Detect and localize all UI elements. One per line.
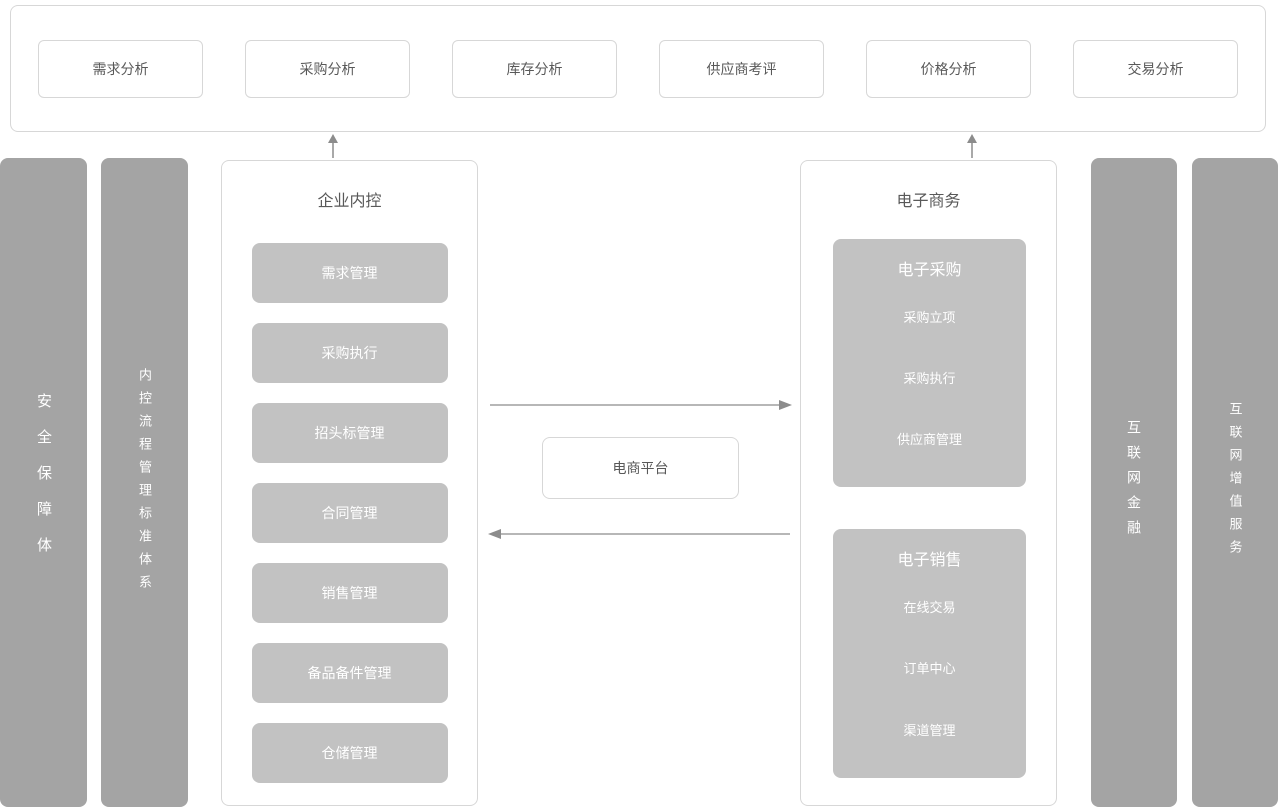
item-demand-management: 需求管理 bbox=[251, 243, 448, 303]
panel-ecommerce: 电子商务 电子采购 采购立项 采购执行 供应商管理 电子销售 在线交易 订单中心… bbox=[800, 160, 1057, 806]
item-sales-management: 销售管理 bbox=[251, 563, 448, 623]
item-bidding-management: 招头标管理 bbox=[251, 403, 448, 463]
item-warehouse-management: 仓储管理 bbox=[251, 723, 448, 783]
top-box-inventory-analysis: 库存分析 bbox=[452, 39, 617, 98]
group-e-procurement-title: 电子采购 bbox=[897, 262, 962, 279]
bar-internet-finance-label: 互联网金融 bbox=[1126, 420, 1142, 545]
top-box-procurement-analysis: 采购分析 bbox=[245, 39, 410, 98]
bar-internet-value-added-services: 互联网增值服务 bbox=[1192, 158, 1278, 807]
group-e-procurement: 电子采购 采购立项 采购执行 供应商管理 bbox=[833, 239, 1026, 487]
item-order-center: 订单中心 bbox=[903, 661, 956, 677]
right-arrow-icon bbox=[490, 400, 792, 410]
item-supplier-management: 供应商管理 bbox=[896, 432, 962, 447]
item-channel-management: 渠道管理 bbox=[903, 722, 956, 738]
analysis-panel: 需求分析 采购分析 库存分析 供应商考评 价格分析 交易分析 bbox=[10, 5, 1266, 132]
left-arrow-icon bbox=[488, 529, 790, 539]
bar-internal-control-standards-label: 内控流程管理标准体系 bbox=[137, 367, 152, 598]
bar-security-assurance-label: 安全保障体 bbox=[35, 392, 52, 573]
panel-enterprise-internal-control-title: 企业内控 bbox=[317, 193, 382, 210]
top-box-supplier-evaluation: 供应商考评 bbox=[659, 39, 824, 98]
item-contract-management: 合同管理 bbox=[251, 483, 448, 543]
item-procurement-initiation: 采购立项 bbox=[903, 310, 956, 325]
panel-enterprise-internal-control: 企业内控 需求管理 采购执行 招头标管理 合同管理 销售管理 备品备件管理 仓储… bbox=[221, 160, 478, 806]
group-e-sales: 电子销售 在线交易 订单中心 渠道管理 bbox=[833, 529, 1026, 778]
bar-internet-finance: 互联网金融 bbox=[1091, 158, 1177, 807]
bar-internet-value-added-services-label: 互联网增值服务 bbox=[1227, 402, 1243, 563]
top-box-price-analysis: 价格分析 bbox=[866, 39, 1031, 98]
item-procurement-execution-online: 采购执行 bbox=[903, 371, 956, 386]
top-box-demand-analysis: 需求分析 bbox=[38, 39, 203, 98]
group-e-sales-items: 在线交易 订单中心 渠道管理 bbox=[833, 570, 1026, 778]
bar-internal-control-standards: 内控流程管理标准体系 bbox=[101, 158, 188, 807]
up-arrow-icon bbox=[967, 134, 977, 158]
ecommerce-platform-box: 电商平台 bbox=[542, 437, 739, 499]
internal-control-item-list: 需求管理 采购执行 招头标管理 合同管理 销售管理 备品备件管理 仓储管理 bbox=[222, 243, 477, 783]
group-e-sales-title: 电子销售 bbox=[897, 552, 962, 569]
top-box-transaction-analysis: 交易分析 bbox=[1073, 39, 1238, 98]
group-e-procurement-items: 采购立项 采购执行 供应商管理 bbox=[833, 280, 1026, 487]
item-procurement-execution: 采购执行 bbox=[251, 323, 448, 383]
item-online-trading: 在线交易 bbox=[903, 600, 956, 616]
bar-security-assurance: 安全保障体 bbox=[0, 158, 87, 807]
item-spare-parts-management: 备品备件管理 bbox=[251, 643, 448, 703]
panel-ecommerce-title: 电子商务 bbox=[896, 193, 961, 210]
up-arrow-icon bbox=[328, 134, 338, 158]
